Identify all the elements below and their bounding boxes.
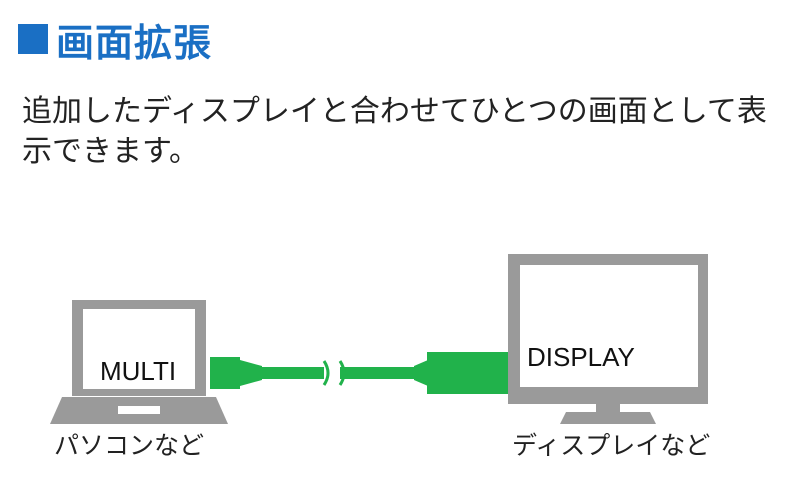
cable-break-icon <box>322 360 330 386</box>
laptop-icon <box>50 300 228 424</box>
monitor-caption: ディスプレイなど <box>512 431 711 460</box>
section-heading: 画面拡張 <box>18 14 213 65</box>
monitor-icon <box>508 254 708 424</box>
usb-cable <box>210 352 511 394</box>
section-description: 追加したディスプレイと合わせてひとつの画面として表示できます。 <box>22 94 767 169</box>
laptop-caption: パソコンなど <box>54 431 205 460</box>
square-bullet-icon <box>18 24 48 54</box>
laptop-screen-text: MULTI <box>100 356 176 386</box>
section-title: 画面拡張 <box>56 20 213 65</box>
monitor-screen-text: DISPLAY <box>527 342 635 372</box>
